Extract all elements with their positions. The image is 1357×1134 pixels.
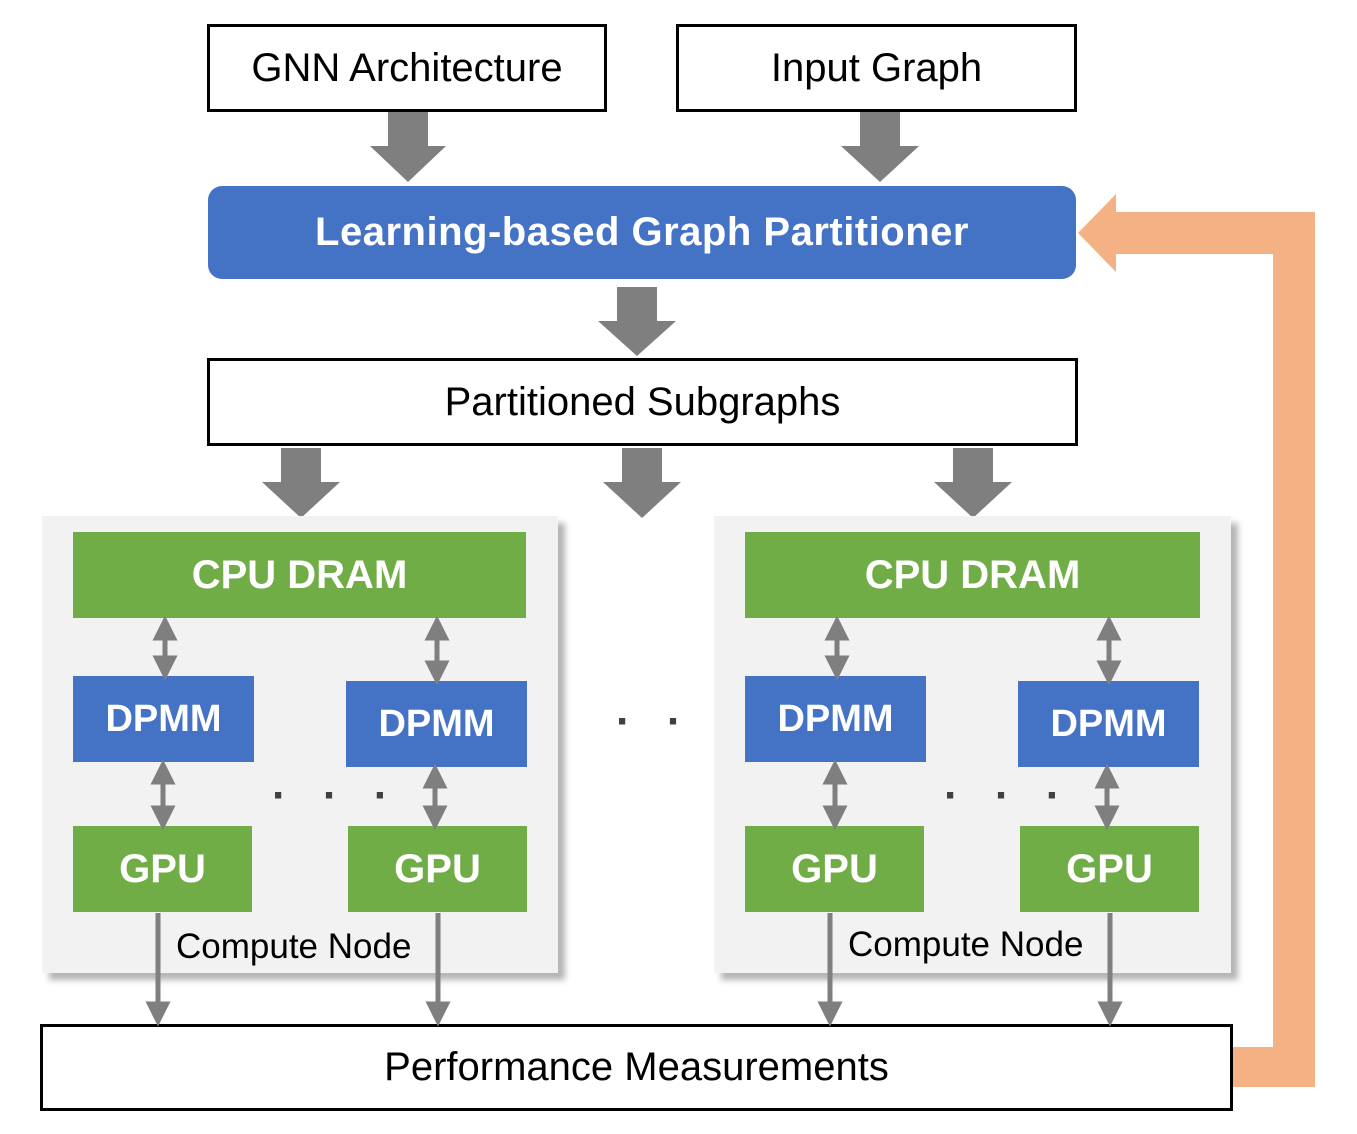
node-1-gpu-1: GPU: [73, 826, 252, 912]
node-1-dpmm-1-label: DPMM: [105, 697, 222, 740]
arrow-partitioner-to-subgraphs: [598, 287, 676, 356]
performance-measurements-label: Performance Measurements: [384, 1045, 889, 1089]
feedback-arrow: [1078, 194, 1315, 1087]
arrow-graph-to-partitioner: [841, 112, 919, 182]
node-1-dpmm-1: DPMM: [73, 676, 254, 762]
arrow-gnn-to-partitioner: [370, 112, 446, 182]
node-1-gpu-2: GPU: [348, 826, 527, 912]
node-1-gpu-1-label: GPU: [119, 846, 206, 891]
input-graph-label: Input Graph: [770, 45, 983, 90]
node-1-ellipsis: · · ·: [272, 771, 401, 820]
node-2-dpmm-2: DPMM: [1018, 681, 1199, 767]
node-1-cpu-dram-label: CPU DRAM: [191, 552, 408, 597]
node-2-gpu-2-label: GPU: [1066, 846, 1153, 891]
gnn-architecture-box: GNN Architecture: [207, 24, 607, 112]
node-1-cpu-dram: CPU DRAM: [73, 532, 526, 618]
node-1-dpmm-2-label: DPMM: [378, 702, 495, 745]
partitioned-subgraphs-label: Partitioned Subgraphs: [444, 379, 841, 424]
node-2-label: Compute Node: [842, 925, 1090, 965]
node-1-gpu-2-label: GPU: [394, 846, 481, 891]
arrow-subgraphs-to-middle: [603, 448, 681, 518]
node-2-gpu-1: GPU: [745, 826, 924, 912]
arrow-subgraphs-to-node-1: [262, 448, 340, 518]
arrow-subgraphs-to-node-2: [934, 448, 1012, 518]
graph-partitioner-label: Learning-based Graph Partitioner: [315, 210, 969, 254]
node-2-cpu-dram: CPU DRAM: [745, 532, 1200, 618]
node-2-cpu-dram-label: CPU DRAM: [864, 552, 1081, 597]
node-2-ellipsis: · · ·: [944, 771, 1073, 820]
between-nodes-ellipsis: · · ·: [616, 697, 745, 746]
node-1-label: Compute Node: [170, 927, 418, 967]
input-graph-box: Input Graph: [676, 24, 1077, 112]
node-1-dpmm-2: DPMM: [346, 681, 527, 767]
performance-measurements-box: Performance Measurements: [40, 1024, 1233, 1111]
node-2-dpmm-2-label: DPMM: [1050, 702, 1167, 745]
graph-partitioner-box: Learning-based Graph Partitioner: [208, 186, 1076, 279]
node-2-dpmm-1: DPMM: [745, 676, 926, 762]
partitioned-subgraphs-box: Partitioned Subgraphs: [207, 358, 1078, 446]
node-2-gpu-1-label: GPU: [791, 846, 878, 891]
node-2-dpmm-1-label: DPMM: [777, 697, 894, 740]
node-2-gpu-2: GPU: [1020, 826, 1199, 912]
gnn-architecture-label: GNN Architecture: [251, 45, 563, 90]
